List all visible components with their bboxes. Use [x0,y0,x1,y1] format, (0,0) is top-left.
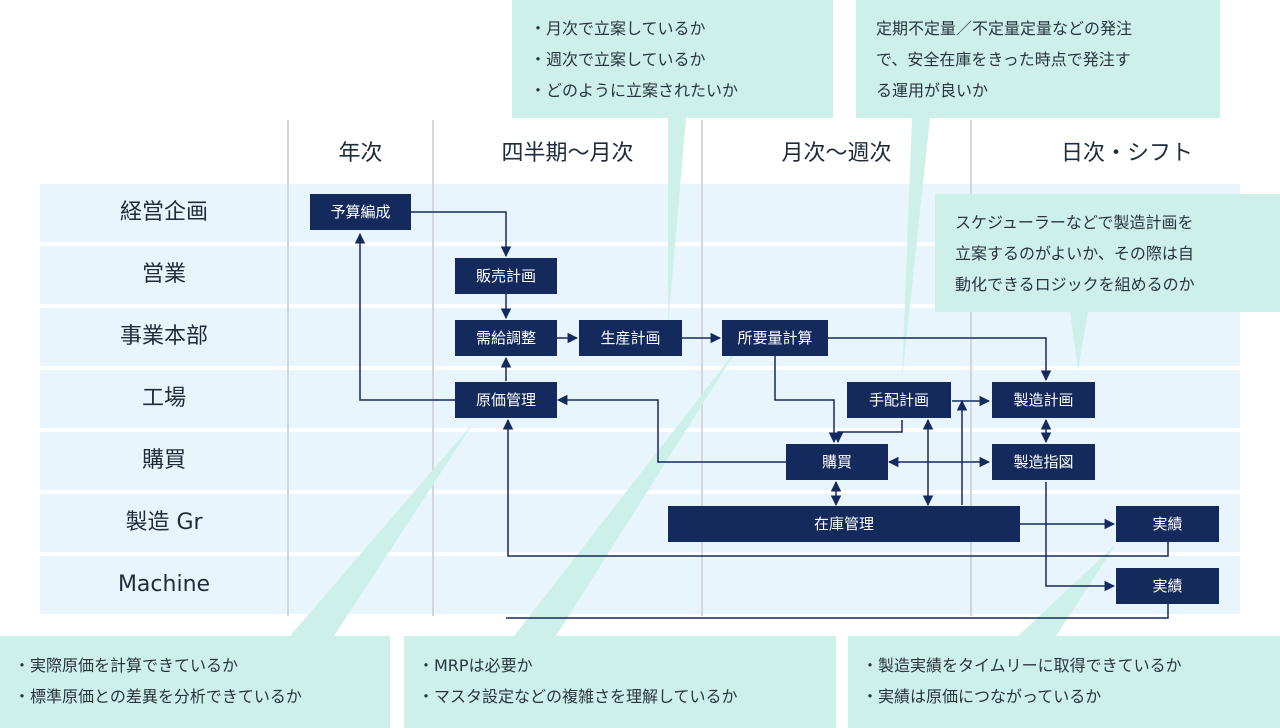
node-sales-plan: 販売計画 [455,258,557,294]
callout-line: で、安全在庫をきった時点で発注す [876,50,1131,69]
connector [506,604,1169,619]
node-actual-machine: 実績 [1116,568,1219,604]
connector [828,337,1052,382]
node-purchasing: 購買 [786,444,888,480]
callout-pointer [1018,544,1116,636]
callout-line: ・月次で立案しているか [530,19,706,38]
callout-line: ・MRPは必要か [418,656,533,675]
callout-line: る運用が良いか [876,81,989,100]
node-inventory: 在庫管理 [668,506,1020,542]
column-divider [970,120,972,616]
node-production-plan: 生産計画 [579,320,682,356]
column-divider [287,120,289,616]
connector [411,211,512,258]
callout-line: ・製造実績をタイムリーに取得できているか [862,656,1182,675]
connector [556,394,786,463]
column-divider [432,120,434,616]
connector [1045,482,1116,592]
connector [774,356,840,444]
row-label-corporate-planning: 経営企画 [119,200,208,225]
node-supply-demand: 需給調整 [455,320,557,356]
node-mrp: 所要量計算 [722,320,828,356]
column-header-annual: 年次 [338,141,383,166]
column-header-quarterly-monthly: 四半期～月次 [501,141,634,166]
node-cost-management: 原価管理 [455,382,557,418]
connector [502,418,1169,557]
callout-line: ・どのように立案されたいか [530,81,739,100]
row-label-manufacturing-gr: 製造 Gr [125,510,203,535]
connector [832,420,903,444]
connector [354,232,455,401]
callout-pointer [1070,312,1088,370]
row-label-purchasing: 購買 [141,448,186,473]
callout-pointer [902,118,930,380]
callout-actuals: ・製造実績をタイムリーに取得できているか ・実績は原価につながっているか [848,636,1280,728]
column-header-monthly-weekly: 月次～週次 [781,141,892,166]
callout-line: ・実際原価を計算できているか [14,656,239,675]
row-label-sales: 営業 [141,262,186,287]
column-header-daily-shift: 日次・シフト [1060,141,1193,166]
callout-mrp: ・MRPは必要か ・マスタ設定などの複雑さを理解しているか [404,636,836,728]
callout-pointer [290,422,474,636]
callout-line: ・週次で立案しているか [530,50,706,69]
row-label-factory: 工場 [141,386,186,411]
callout-planning-cycle: ・月次で立案しているか ・週次で立案しているか ・どのように立案されたいか [512,0,833,118]
callout-line: 動化できるロジックを組めるのか [955,275,1195,294]
node-manufacturing-order: 製造指図 [992,444,1095,480]
lane-band [40,556,1240,614]
node-manufacturing-plan: 製造計画 [992,382,1095,418]
node-actual-gr: 実績 [1116,506,1219,542]
callout-line: ・マスタ設定などの複雑さを理解しているか [418,687,738,706]
callout-line: 定期不定量／不定量定量などの発注 [876,19,1133,38]
callout-costing: ・実際原価を計算できているか ・標準原価との差異を分析できているか [0,636,390,728]
row-label-machine: Machine [117,572,211,597]
row-label-business-division: 事業本部 [119,324,208,349]
callout-scheduler: スケジューラーなどで製造計画を 立案するのがよいか、その際は自 動化できるロジッ… [935,194,1280,312]
node-budget: 予算編成 [310,194,411,230]
callout-line: スケジューラーなどで製造計画を [955,213,1194,232]
node-procurement-plan: 手配計画 [847,382,951,418]
callout-ordering: 定期不定量／不定量定量などの発注 で、安全在庫をきった時点で発注す る運用が良い… [856,0,1220,118]
callout-line: ・標準原価との差異を分析できているか [14,687,302,706]
column-divider [701,120,703,616]
callout-line: ・実績は原価につながっているか [862,687,1102,706]
lane-band [40,494,1240,552]
callout-line: 立案するのがよいか、その際は自 [955,244,1194,263]
callout-pointer [668,118,686,326]
callout-pointer [514,348,738,636]
